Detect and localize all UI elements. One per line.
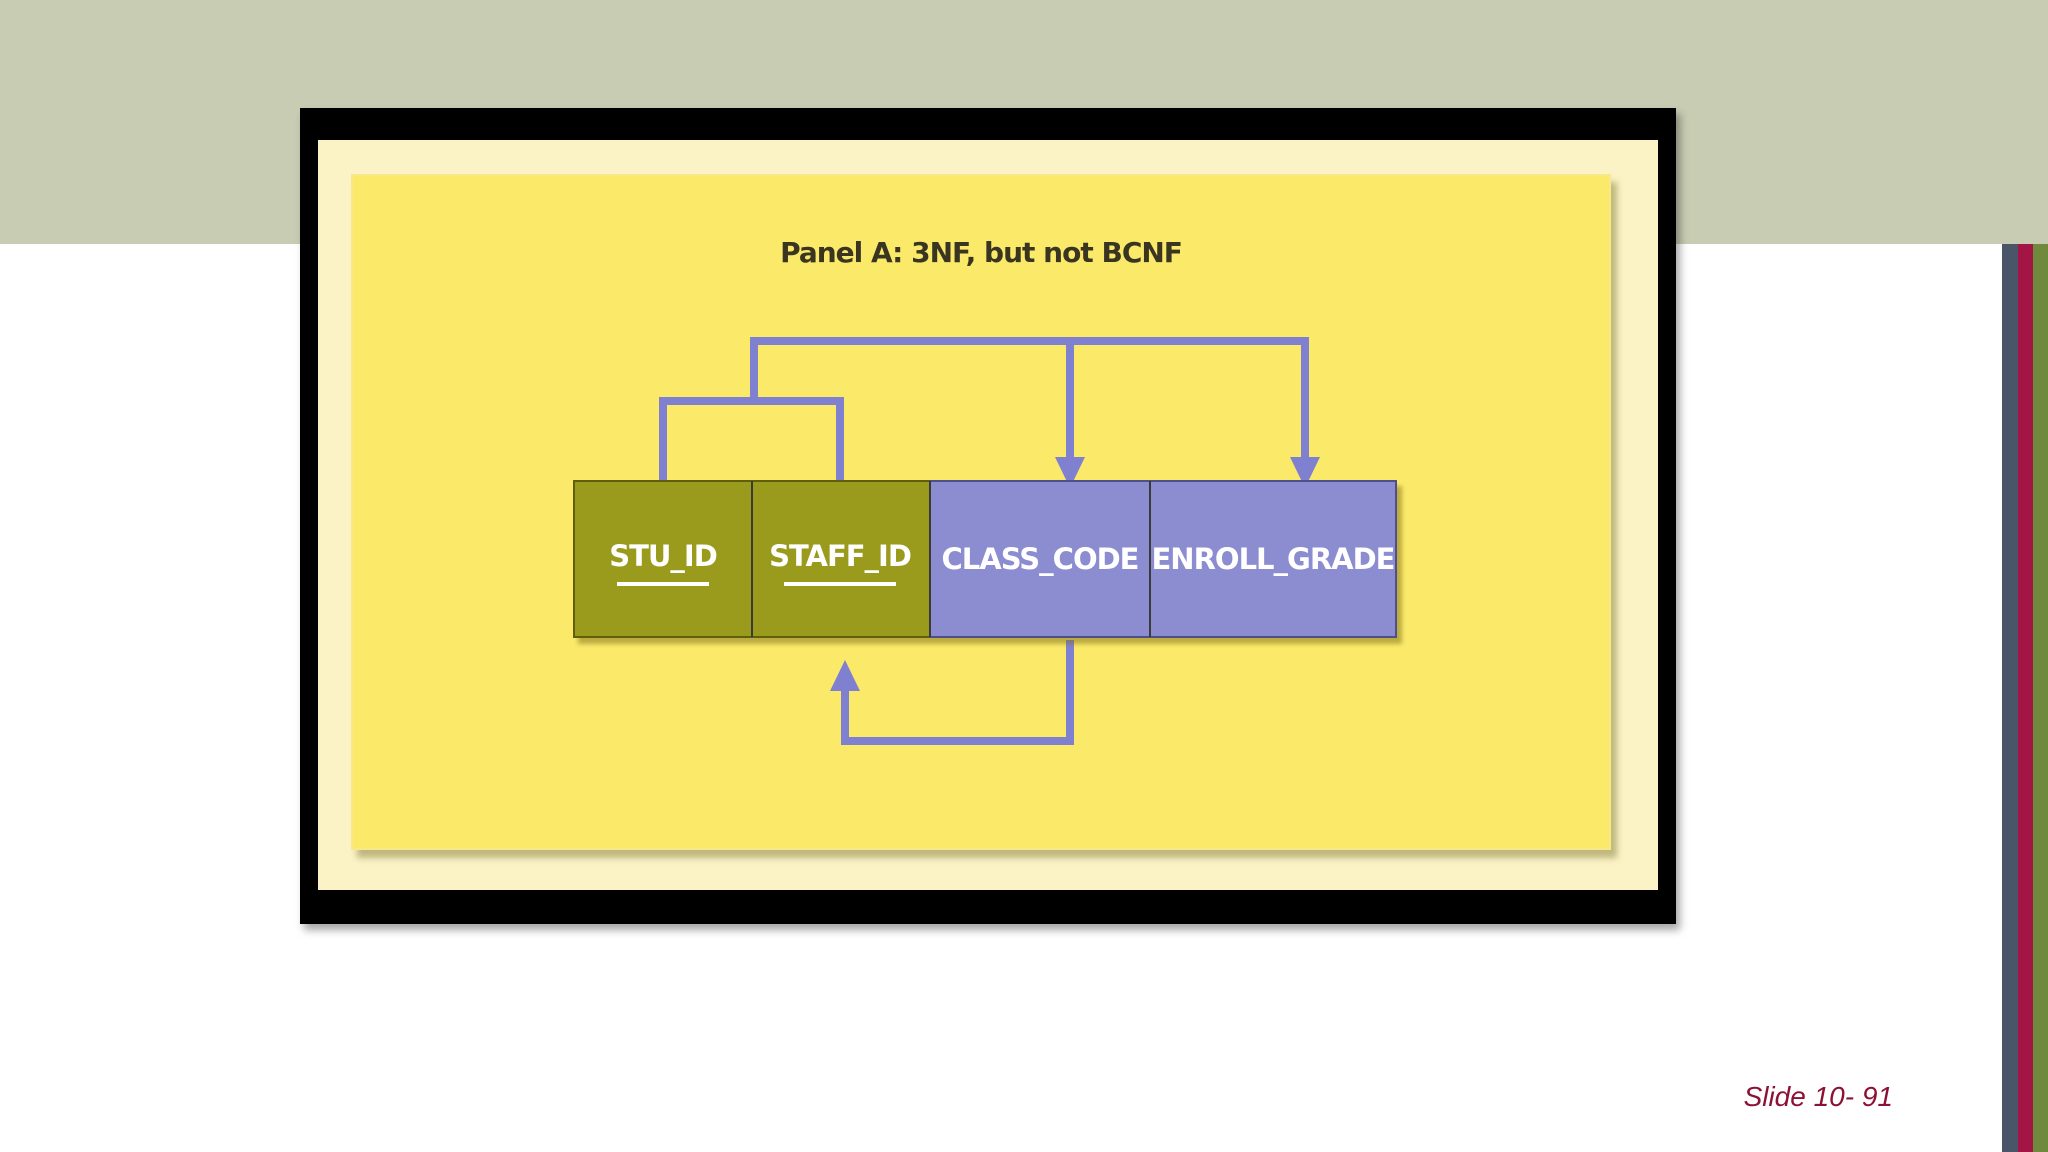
class-code-label: CLASS_CODE [942, 542, 1139, 576]
side-accent-stripes [2002, 244, 2048, 1152]
diagram-panel: Panel A: 3NF, but not BCNF [351, 174, 1611, 850]
composite-key-bracket [659, 397, 844, 481]
attribute-row [573, 480, 1397, 638]
figure-mat: Panel A: 3NF, but not BCNF [318, 140, 1658, 890]
key-dependency-lines [659, 337, 1309, 481]
slide-number: Slide 10- 91 [1743, 1081, 1893, 1112]
accent-stripe-crimson [2018, 244, 2033, 1152]
dependency-diagram: STU_ID STAFF_ID CLASS_CODE ENROLL_GRADE [573, 337, 1397, 745]
enroll-grade-label: ENROLL_GRADE [1152, 542, 1395, 576]
stu-id-label: STU_ID [609, 539, 717, 573]
enroll-grade-box [1149, 480, 1397, 638]
staff-id-arrowhead [830, 660, 860, 691]
accent-stripe-olive [2033, 244, 2048, 1152]
class-code-arrowhead [1055, 457, 1085, 488]
figure-frame: Panel A: 3NF, but not BCNF [300, 108, 1676, 924]
panel-title: Panel A: 3NF, but not BCNF [780, 236, 1183, 269]
enroll-grade-arrowhead [1290, 457, 1320, 488]
class-code-to-staff-id-dependency [841, 640, 1074, 745]
attribute-separators [751, 481, 1151, 637]
key-dependency-trunk [750, 337, 1309, 459]
staff-id-label: STAFF_ID [769, 539, 911, 573]
accent-stripe-slate [2002, 244, 2018, 1152]
